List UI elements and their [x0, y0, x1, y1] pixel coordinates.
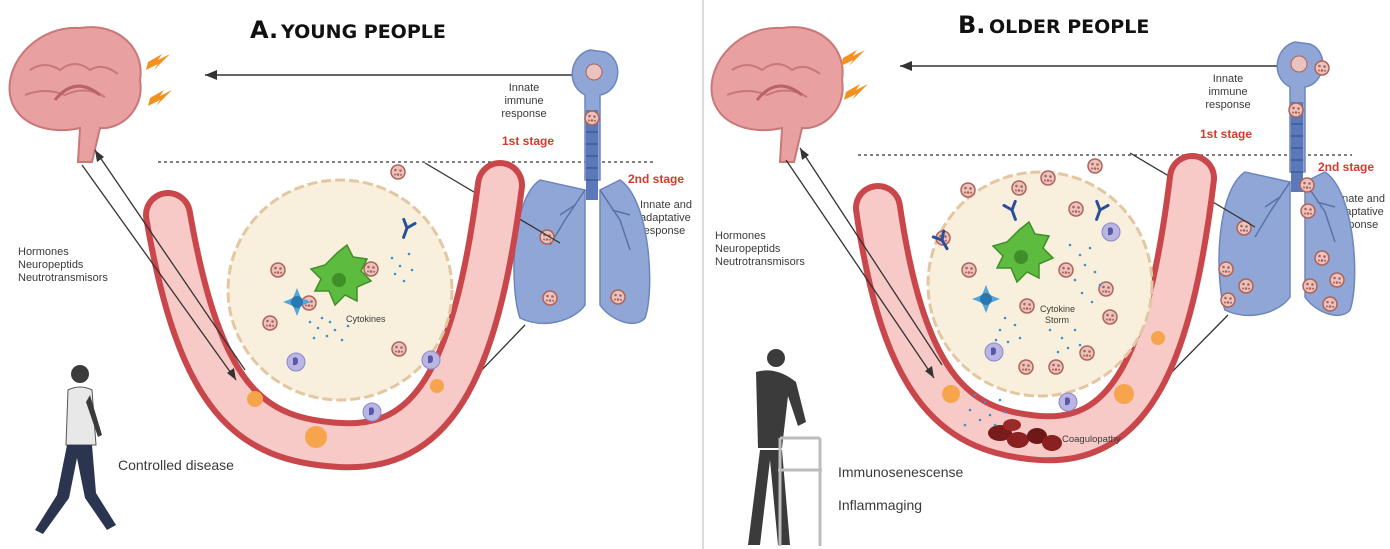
panel-b-letter: B.	[958, 11, 985, 39]
signal-label-line-2: Neuropeptids	[715, 243, 781, 255]
innate-label-line-3: response	[1205, 99, 1250, 111]
cytokine-storm-label-line-2: Storm	[1045, 315, 1069, 325]
brain-icon	[10, 27, 141, 162]
adaptive-label-line-3: response	[640, 225, 685, 237]
signal-label-line-1: Hormones	[18, 246, 69, 258]
outcome-label-1: Immunosenescense	[838, 464, 964, 480]
outcome-label-1: Controlled disease	[118, 457, 234, 473]
stage-2-label: 2nd stage	[1318, 160, 1374, 174]
panel-b-title: OLDER PEOPLE	[989, 16, 1149, 38]
cytokines-label: Cytokines	[346, 314, 386, 324]
person-with-walker-icon	[748, 349, 822, 546]
signal-label-line-1: Hormones	[715, 230, 766, 242]
stage-1-label: 1st stage	[1200, 127, 1252, 141]
adaptive-label-line-2: adaptative	[640, 212, 691, 224]
outcome-label-2: Inflammaging	[838, 497, 922, 513]
adaptive-label-line-1: Innate and	[640, 199, 692, 211]
panel-a-title: YOUNG PEOPLE	[280, 21, 446, 43]
alveolus: Cytokines	[228, 165, 452, 421]
innate-label-line-3: response	[501, 108, 546, 120]
cytokine-storm-label-line-1: Cytokine	[1040, 304, 1075, 314]
innate-label-line-1: Innate	[509, 82, 540, 94]
signal-label-line-3: Neutrotransmisors	[715, 256, 805, 268]
lightning-icon	[146, 54, 172, 106]
coagulopathy-label: Coagulopathy	[1062, 434, 1121, 445]
brain-icon	[712, 27, 843, 162]
signal-label-line-3: Neutrotransmisors	[18, 272, 108, 284]
lightning-icon	[841, 50, 868, 100]
panel-a-letter: A.	[250, 16, 278, 44]
stage-2-label: 2nd stage	[628, 172, 684, 186]
innate-label-line-1: Innate	[1213, 73, 1244, 85]
panel-older-people: B. OLDER PEOPLE Innate immune response 1…	[712, 11, 1385, 546]
person-walking-icon	[35, 365, 116, 534]
signal-label-line-2: Neuropeptids	[18, 259, 84, 271]
innate-label-line-2: immune	[1208, 86, 1247, 98]
innate-label-line-2: immune	[504, 95, 543, 107]
stage-1-label: 1st stage	[502, 134, 554, 148]
panel-young-people: A. YOUNG PEOPLE Innate immune response 1…	[10, 16, 692, 534]
